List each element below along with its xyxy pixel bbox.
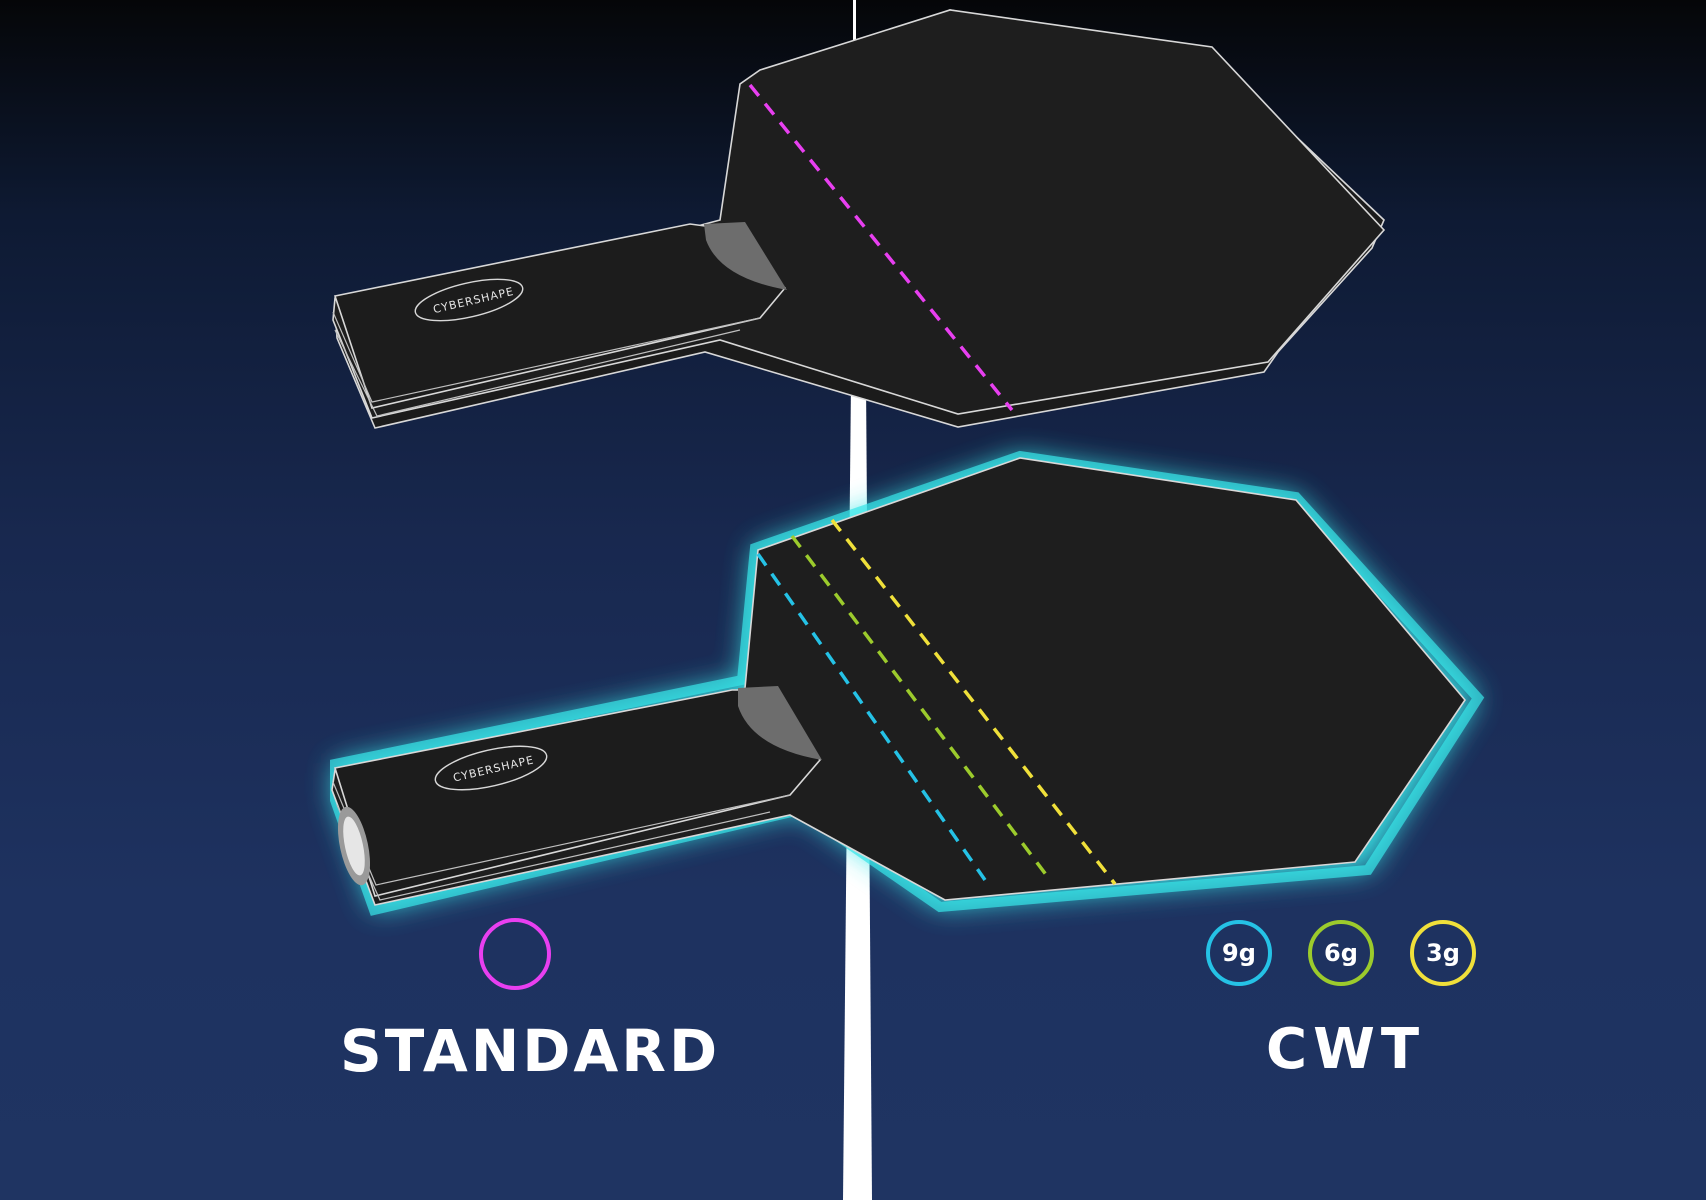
cwt-weight-9g: 9g — [1206, 920, 1272, 986]
cwt-3g-weight-line — [830, 518, 1117, 886]
cwt-weight-6g: 6g — [1308, 920, 1374, 986]
cwt-weight-6g-label: 6g — [1324, 939, 1358, 967]
cwt-paddle: CYBERSHAPE — [331, 457, 1467, 906]
cwt-weight-3g: 3g — [1410, 920, 1476, 986]
cwt-weight-3g-label: 3g — [1426, 939, 1460, 967]
standard-weight-marker — [479, 918, 551, 990]
standard-weight-line — [748, 83, 1014, 412]
cwt-end-cap-weight-icon — [337, 806, 371, 886]
standard-title: STANDARD — [340, 1017, 721, 1085]
cwt-title: CWT — [1266, 1017, 1426, 1082]
cwt-weight-9g-label: 9g — [1222, 939, 1256, 967]
cwt-9g-weight-line — [756, 552, 987, 882]
standard-paddle: CYBERSHAPE — [332, 9, 1386, 429]
